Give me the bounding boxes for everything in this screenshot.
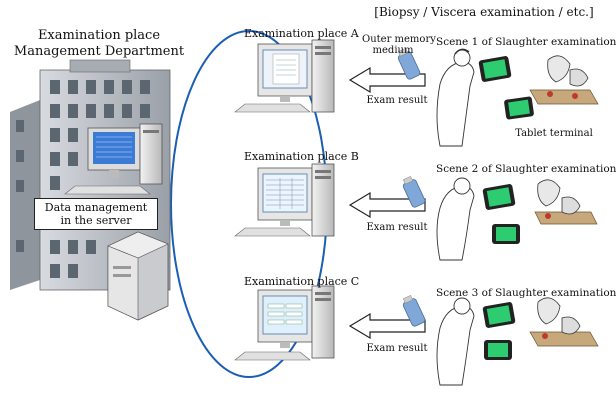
scene-2-label: Scene 2 of Slaughter examination [436, 163, 616, 175]
medium-label-line2: medium [372, 45, 414, 56]
usb-stick-b-icon [402, 175, 426, 208]
scene-1-label: Scene 1 of Slaughter examination [436, 36, 616, 48]
tablet-2a-icon [482, 184, 516, 210]
server-label-box: Data management in the server [34, 198, 158, 230]
scene-3-illustration [436, 297, 599, 386]
tablet-1a-icon [478, 56, 512, 82]
computer-c-icon [234, 285, 335, 361]
management-computer-icon [64, 123, 163, 195]
computer-a-icon [234, 39, 335, 113]
medium-label-line1: Outer memory [362, 34, 436, 45]
tablet-3a-icon [482, 302, 516, 328]
arrow-c-icon [348, 312, 426, 340]
scene-2-illustration [436, 177, 598, 261]
medium-label: Outer memory medium [362, 34, 436, 56]
usb-stick-a-icon [397, 47, 421, 80]
scene-3-label: Scene 3 of Slaughter examination [436, 287, 616, 299]
server-label-line2: in the server [60, 214, 132, 227]
arrow-b-icon [348, 191, 426, 219]
tablet-terminal-label: Tablet terminal [515, 128, 593, 139]
usb-stick-c-icon [402, 294, 426, 327]
exam-result-b: Exam result [366, 222, 428, 233]
tablet-2b-icon [492, 224, 520, 244]
exam-result-a: Exam result [366, 95, 428, 106]
place-c-label: Examination place C [244, 275, 360, 288]
server-icon [107, 231, 169, 321]
department-title: Examination place Management Department [4, 28, 194, 60]
place-a-label: Examination place A [244, 27, 359, 40]
diagram-graphics [10, 30, 599, 386]
tablet-3b-icon [484, 340, 512, 360]
exam-result-c: Exam result [366, 343, 428, 354]
tablet-1b-icon [504, 96, 534, 120]
header-note: [Biopsy / Viscera examination / etc.] [374, 5, 594, 19]
place-b-label: Examination place B [244, 150, 359, 163]
server-label-line1: Data management [44, 201, 148, 214]
computer-b-icon [234, 163, 335, 237]
scene-1-illustration [436, 48, 599, 147]
department-title-line1: Examination place [37, 28, 161, 43]
department-title-line2: Management Department [13, 44, 185, 59]
